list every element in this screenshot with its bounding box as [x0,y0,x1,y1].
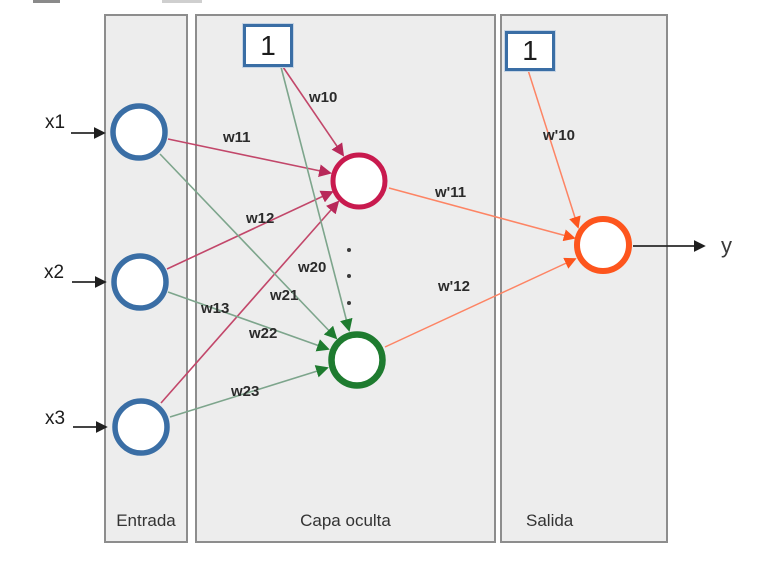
edge-w12 [166,190,334,270]
output-node [574,216,632,274]
edge-wp11 [388,187,576,242]
edge-w11 [167,138,332,178]
bias-hidden-value: 1 [260,29,276,61]
input-label-x2: x2 [44,262,65,283]
weight-label-w12: w12 [246,210,275,227]
bias-box-output: 1 [505,31,555,71]
panel-output-label: Salida [526,511,574,530]
edge-wp12 [384,257,577,348]
hidden-node-1 [330,152,388,210]
edge-w20 [280,66,353,332]
ellipsis-dot [347,301,351,305]
panel-output-layer: Salida [500,14,668,543]
weight-label-w23: w23 [231,383,260,400]
input-label-x1: x1 [45,112,66,133]
weight-label-w11: w11 [223,129,251,146]
panel-hidden-layer: Capa oculta [195,14,496,543]
edge-w10 [282,66,345,157]
edge-w23 [169,365,329,418]
input-node-x2 [111,253,169,311]
ellipsis-dot [347,274,351,278]
weight-label-w22: w22 [249,325,278,342]
weight-label-wp12: w'12 [438,278,470,295]
weight-label-wp11: w'11 [435,184,467,201]
panel-hidden-label: Capa oculta [300,511,391,530]
weight-label-w13: w13 [201,300,230,317]
edge-w22 [167,291,330,352]
video-artifact-2 [162,0,202,3]
input-label-x3: x3 [45,408,66,429]
panel-input-label: Entrada [116,511,176,530]
edge-w13 [160,200,340,404]
weight-label-wp10: w'10 [543,127,575,144]
ellipsis-dot [347,248,351,252]
input-node-x1 [110,103,168,161]
weight-label-w20: w20 [298,259,327,276]
hidden-node-2 [328,331,386,389]
bias-output-value: 1 [522,35,538,66]
edge-wp10 [527,69,581,229]
weight-label-w21: w21 [270,287,299,304]
output-label-y: y [721,233,732,258]
input-node-x3 [112,398,170,456]
bias-box-hidden: 1 [243,24,293,67]
edge-w21 [159,153,338,340]
video-artifact-1 [33,0,60,3]
weight-label-w10: w10 [309,89,338,106]
